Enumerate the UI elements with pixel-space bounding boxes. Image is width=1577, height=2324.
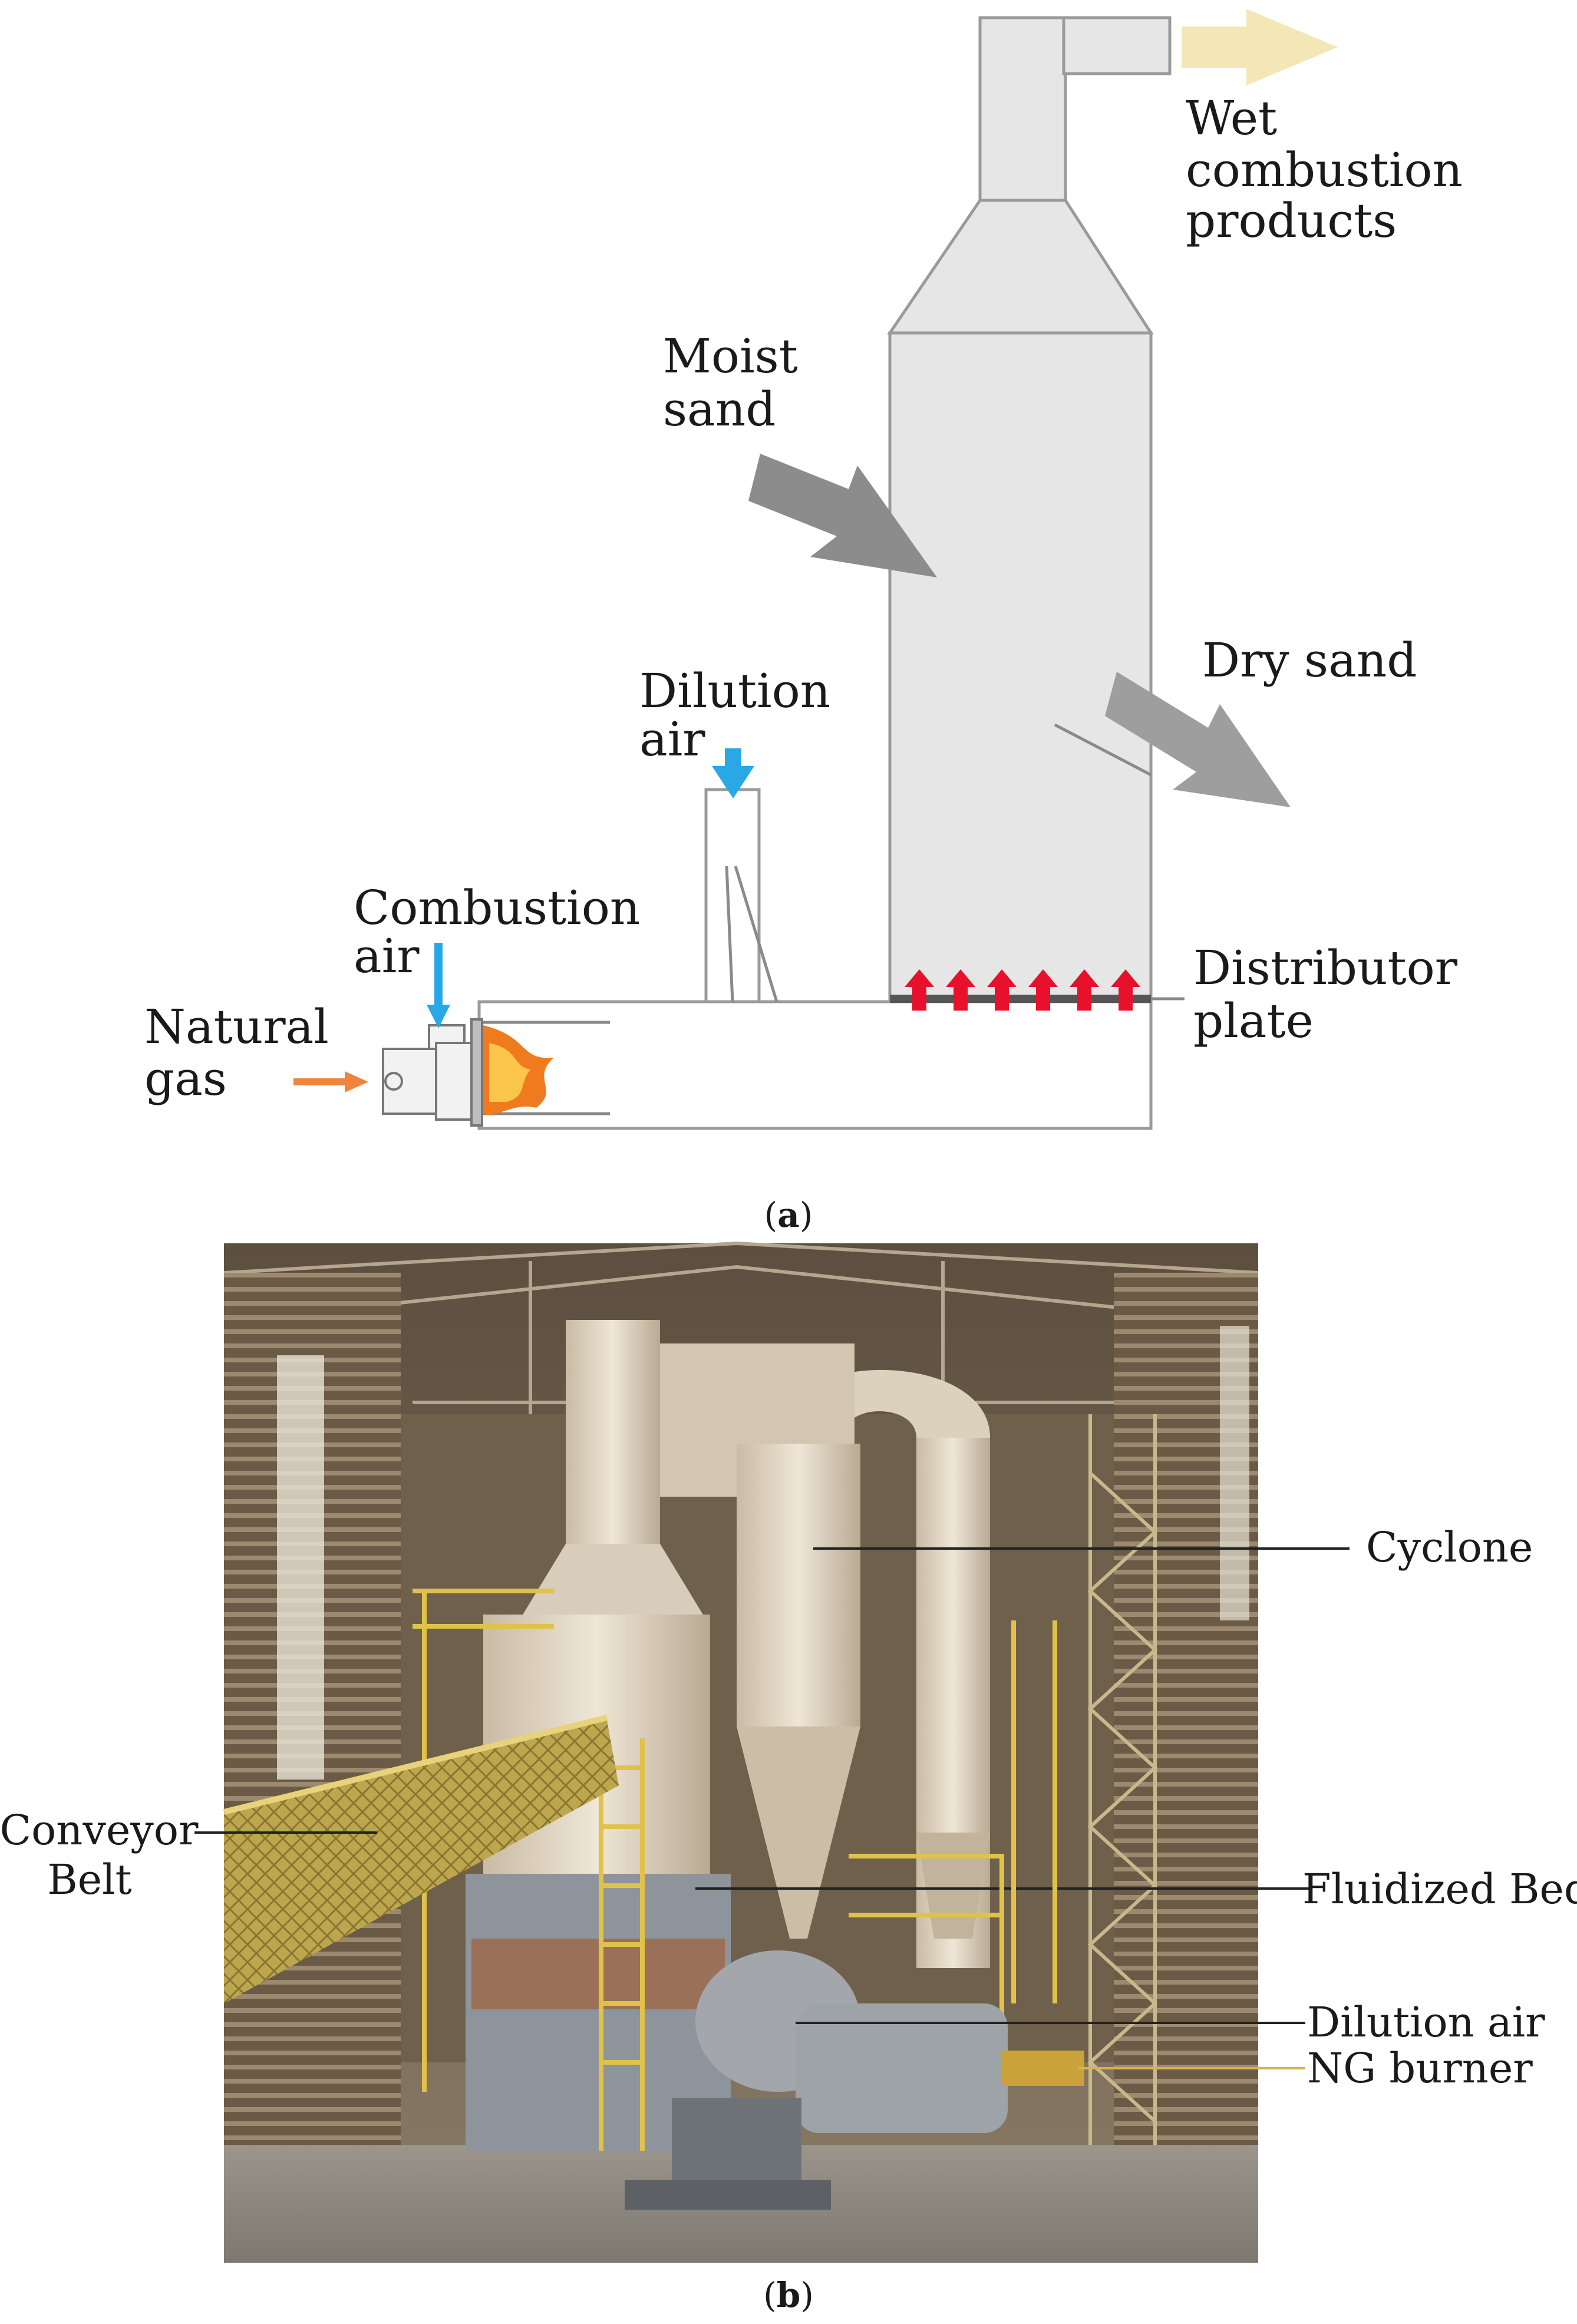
dilution-air-arrow: [712, 748, 754, 798]
caption-b: (b): [763, 2275, 814, 2315]
conveyor-rail: [223, 1715, 608, 1815]
yellow-stairs: [413, 1589, 1057, 2151]
dilution-damper: [725, 866, 778, 1002]
fan-motor: [672, 2098, 801, 2186]
label-dry-sand: Dry sand: [1202, 633, 1417, 688]
distributor-plate: [890, 995, 1151, 1003]
dry-sand-arrow: [1105, 672, 1291, 807]
moist-sand-arrow: [748, 454, 937, 577]
chimney: [978, 16, 1067, 202]
dilution-air-stack: [704, 788, 761, 1003]
left-window: [277, 1355, 324, 1780]
distributor-arrow-3: [987, 969, 1017, 1011]
label-combustion-line1: Combustion: [354, 880, 640, 935]
label-wet-line1: Wet: [1186, 91, 1277, 146]
distributor-arrow-2: [946, 969, 975, 1011]
label-distributor-line2: plate: [1193, 993, 1314, 1048]
distributor-arrow-4: [1028, 969, 1058, 1011]
panel-a-diagram: Wet combustion products Moist sand Dry s…: [144, 9, 1463, 1235]
combustion-chamber: [477, 1000, 1153, 1130]
vessel-taper: [887, 199, 1154, 335]
chimney-outlet: [1062, 16, 1172, 75]
label-moist-line2: sand: [663, 382, 776, 437]
cyclone-body: [737, 1444, 860, 1727]
ng-burner-photo: [796, 2003, 1008, 2133]
exhaust-stack-hopper: [916, 1833, 990, 1939]
panel-b-photo: Cyclone Conveyor Belt Fluidized Bed Dilu…: [0, 1241, 1577, 2315]
label-cyclone: Cyclone: [1366, 1523, 1533, 1572]
label-combustion-line2: air: [354, 929, 420, 983]
label-dilution-air: Dilution air: [1307, 1998, 1545, 2046]
distributor-arrow-5: [1070, 969, 1099, 1011]
distributor-arrow-6: [1111, 969, 1140, 1011]
label-natural-line1: Natural: [144, 999, 329, 1054]
vessel-column-top: [566, 1320, 660, 1544]
right-window: [1220, 1326, 1249, 1620]
fan-base: [625, 2180, 831, 2210]
natural-gas-arrow: [293, 1071, 368, 1092]
vessel-rust-band: [471, 1939, 725, 2009]
label-moist-line1: Moist: [663, 329, 798, 384]
label-distributor-line1: Distributor: [1193, 940, 1458, 995]
label-natural-line2: gas: [144, 1051, 227, 1106]
label-wet-line2: combustion: [1186, 143, 1463, 197]
burner-inlet: [1002, 2051, 1084, 2086]
label-conveyor-line1: Conveyor: [0, 1806, 199, 1854]
flame-icon: [483, 1025, 554, 1115]
dry-sand-chute: [1054, 723, 1152, 777]
conveyor-belt-photo: [224, 1721, 619, 2003]
wet-products-arrow: [1182, 9, 1338, 85]
label-conveyor-line2: Belt: [47, 1856, 131, 1904]
label-ng-burner: NG burner: [1307, 2044, 1533, 2092]
label-dilution-line1: Dilution: [639, 663, 830, 718]
distributor-arrow-1: [905, 969, 934, 1011]
label-fluidized-bed: Fluidized Bed: [1302, 1865, 1577, 1913]
fluidized-bed-vessel: [888, 331, 1153, 1006]
label-wet-line3: products: [1186, 193, 1397, 248]
cyclone-cone: [737, 1727, 860, 1939]
caption-a: (a): [764, 1195, 813, 1235]
distributor-arrows: [905, 969, 1140, 1011]
ng-burner-schematic: [382, 1018, 483, 1127]
vessel-cone-photo: [516, 1544, 710, 1626]
combustion-air-arrow: [427, 943, 450, 1028]
label-dilution-line2: air: [639, 712, 705, 767]
